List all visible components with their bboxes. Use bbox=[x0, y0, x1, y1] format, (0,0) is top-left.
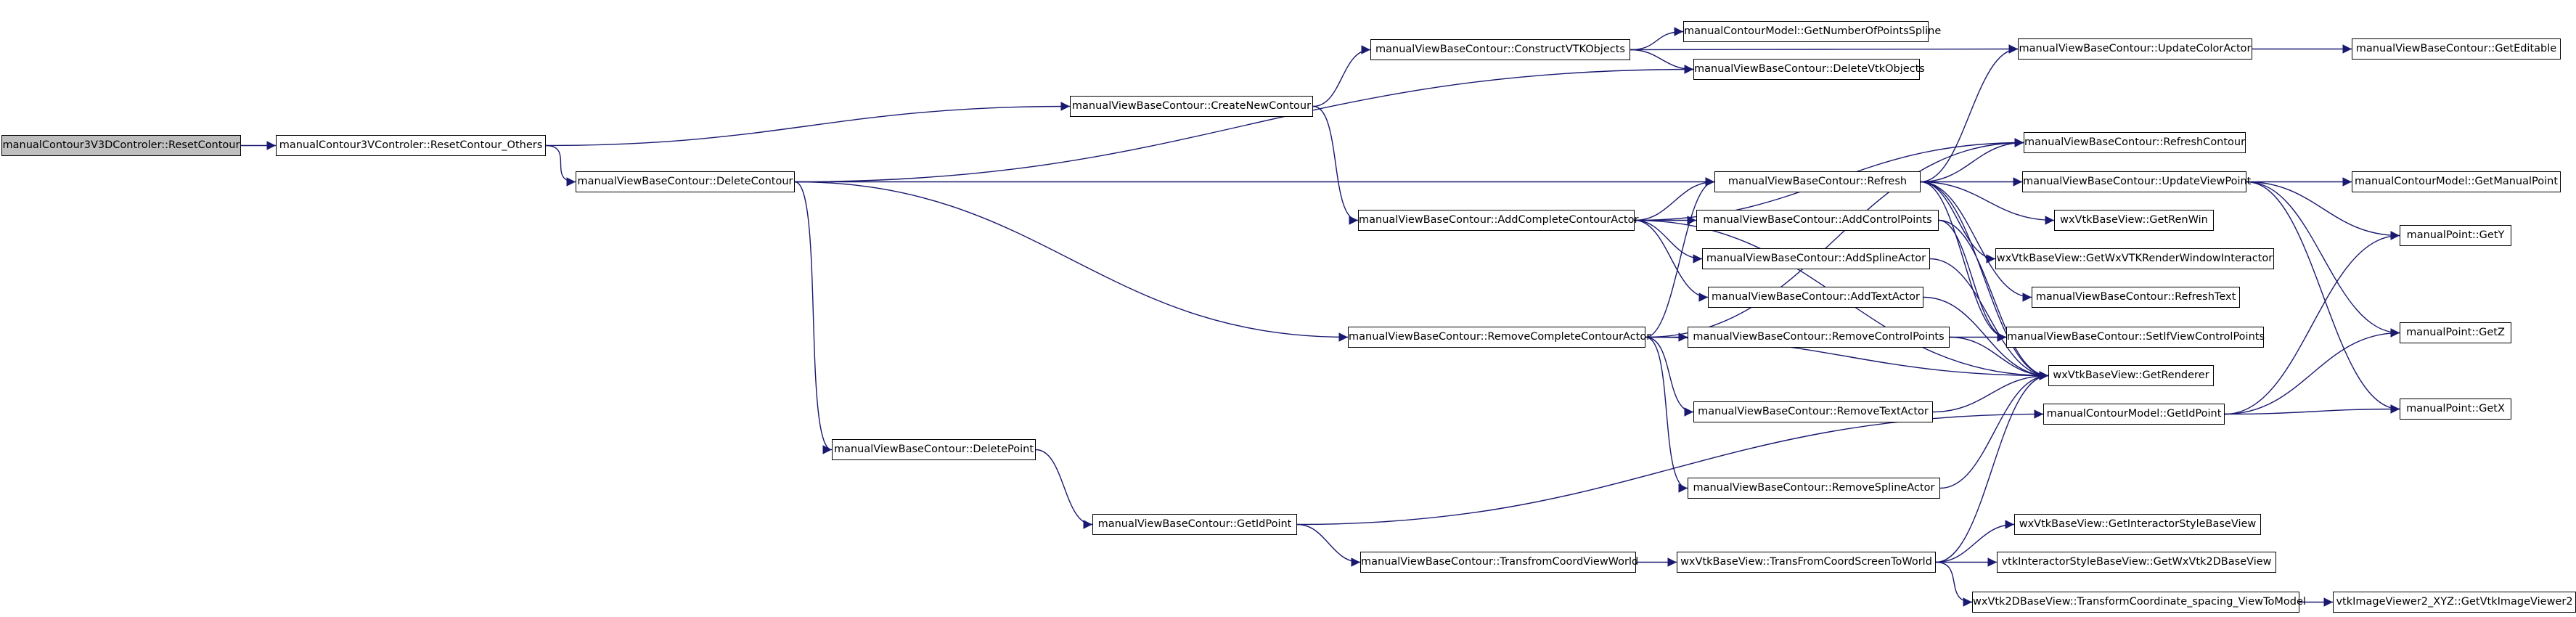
graph-node[interactable]: manualViewBaseContour::RemoveCompleteCon… bbox=[1348, 327, 1651, 348]
graph-node[interactable]: manualContourModel::GetManualPoint bbox=[2352, 171, 2561, 192]
graph-node[interactable]: wxVtkBaseView::GetWxVTKRenderWindowInter… bbox=[1995, 248, 2274, 269]
graph-node[interactable]: manualViewBaseContour::TransfromCoordVie… bbox=[1360, 552, 1638, 573]
call-edge bbox=[2246, 181, 2400, 240]
call-edge bbox=[1920, 44, 2019, 183]
graph-node[interactable]: manualViewBaseContour::GetEditable bbox=[2352, 38, 2561, 60]
graph-node[interactable]: manualViewBaseContour::AddTextActor bbox=[1708, 287, 1923, 308]
call-edge bbox=[1932, 371, 2049, 413]
call-edge bbox=[1634, 219, 1709, 302]
graph-node[interactable]: manualViewBaseContour::DeletePoint bbox=[832, 439, 1036, 460]
call-edge bbox=[1920, 181, 2032, 302]
graph-node[interactable]: manualViewBaseContour::RefreshText bbox=[2032, 287, 2240, 308]
graph-node[interactable]: manualContourModel::GetIdPoint bbox=[2043, 404, 2225, 425]
call-edge bbox=[2224, 328, 2400, 415]
call-edge bbox=[545, 102, 1071, 147]
graph-node[interactable]: manualViewBaseContour::RemoveSplineActor bbox=[1688, 478, 1940, 499]
call-edge bbox=[1935, 520, 2015, 563]
call-edge bbox=[1630, 49, 1694, 74]
call-edge bbox=[1923, 296, 2049, 380]
graph-node[interactable]: manualViewBaseContour::GetIdPoint bbox=[1092, 514, 1297, 535]
graph-node[interactable]: manualPoint::GetY bbox=[2400, 225, 2511, 246]
call-edge bbox=[1929, 258, 2049, 380]
graph-node[interactable]: manualViewBaseContour::RemoveControlPoin… bbox=[1688, 327, 1950, 348]
graph-node[interactable]: manualViewBaseContour::DeleteContour bbox=[576, 171, 795, 192]
graph-node[interactable]: wxVtkBaseView::TransFromCoordScreenToWor… bbox=[1677, 552, 1936, 573]
graph-node[interactable]: manualViewBaseContour::Refresh bbox=[1714, 171, 1921, 192]
call-edge bbox=[794, 181, 1349, 342]
call-edge bbox=[1645, 138, 2024, 338]
call-edge bbox=[1920, 138, 2024, 183]
call-edge bbox=[1630, 27, 1684, 51]
call-edge bbox=[1634, 219, 1703, 263]
call-edge bbox=[2224, 231, 2400, 415]
graph-node-root: manualContour3V3DControler::ResetContour bbox=[1, 135, 241, 156]
graph-node[interactable]: wxVtkBaseView::GetRenderer bbox=[2048, 365, 2214, 386]
call-edge bbox=[1645, 336, 1688, 493]
call-edge bbox=[1920, 181, 2007, 342]
call-edge bbox=[1035, 449, 1093, 529]
graph-node[interactable]: manualViewBaseContour::UpdateColorActor bbox=[2018, 38, 2252, 60]
graph-node[interactable]: manualPoint::GetX bbox=[2400, 399, 2511, 420]
graph-node[interactable]: manualViewBaseContour::AddControlPoints bbox=[1696, 210, 1939, 231]
call-edge bbox=[1296, 409, 2044, 526]
call-edge bbox=[1312, 105, 1359, 225]
call-edge bbox=[1920, 181, 1996, 263]
call-edge bbox=[1935, 371, 2049, 563]
call-edge bbox=[1935, 561, 1973, 607]
graph-node[interactable]: manualViewBaseContour::SetIfViewControlP… bbox=[2006, 327, 2265, 348]
graph-node[interactable]: manualContour3VControler::ResetContour_O… bbox=[276, 135, 546, 156]
graph-node[interactable]: vtkImageViewer2_XYZ::GetVtkImageViewer2 bbox=[2333, 592, 2576, 613]
call-edge bbox=[1630, 44, 2019, 54]
call-edge bbox=[1312, 45, 1371, 107]
graph-node[interactable]: wxVtk2DBaseView::TransformCoordinate_spa… bbox=[1972, 592, 2306, 613]
call-edge bbox=[1939, 371, 2049, 489]
graph-node[interactable]: manualContourModel::GetNumberOfPointsSpl… bbox=[1683, 21, 1941, 42]
call-edge bbox=[1645, 177, 1715, 338]
call-edge bbox=[545, 144, 576, 187]
call-edge bbox=[1634, 177, 1715, 221]
graph-node[interactable]: manualViewBaseContour::UpdateViewPoint bbox=[2022, 171, 2251, 192]
graph-node[interactable]: wxVtkBaseView::GetRenWin bbox=[2054, 210, 2214, 231]
call-edge bbox=[1938, 219, 2007, 342]
call-edge bbox=[2224, 404, 2400, 415]
call-edge bbox=[1920, 181, 2055, 225]
call-edge bbox=[1645, 336, 1694, 417]
call-edge bbox=[794, 181, 833, 454]
graph-node[interactable]: manualViewBaseContour::ConstructVTKObjec… bbox=[1370, 39, 1630, 60]
graph-node[interactable]: manualViewBaseContour::CreateNewContour bbox=[1070, 96, 1313, 117]
graph-node[interactable]: manualViewBaseContour::RefreshContour bbox=[2024, 132, 2246, 153]
graph-node[interactable]: manualPoint::GetZ bbox=[2400, 322, 2511, 343]
call-edge bbox=[794, 65, 1694, 183]
call-edge bbox=[1949, 336, 2049, 380]
call-edge bbox=[1296, 523, 1361, 567]
graph-node[interactable]: manualViewBaseContour::AddCompleteContou… bbox=[1358, 210, 1638, 231]
call-edge bbox=[1920, 181, 2049, 380]
graph-node[interactable]: wxVtkBaseView::GetInteractorStyleBaseVie… bbox=[2014, 514, 2261, 535]
call-edge bbox=[1938, 219, 2049, 380]
graph-node[interactable]: vtkInteractorStyleBaseView::GetWxVtk2DBa… bbox=[1997, 552, 2276, 573]
call-edge bbox=[2246, 181, 2400, 338]
graph-node[interactable]: manualViewBaseContour::DeleteVtkObjects bbox=[1693, 59, 1925, 80]
graph-node[interactable]: manualViewBaseContour::RemoveTextActor bbox=[1693, 401, 1933, 422]
call-edge bbox=[2246, 181, 2400, 414]
graph-node[interactable]: manualViewBaseContour::AddSplineActor bbox=[1702, 248, 1930, 269]
